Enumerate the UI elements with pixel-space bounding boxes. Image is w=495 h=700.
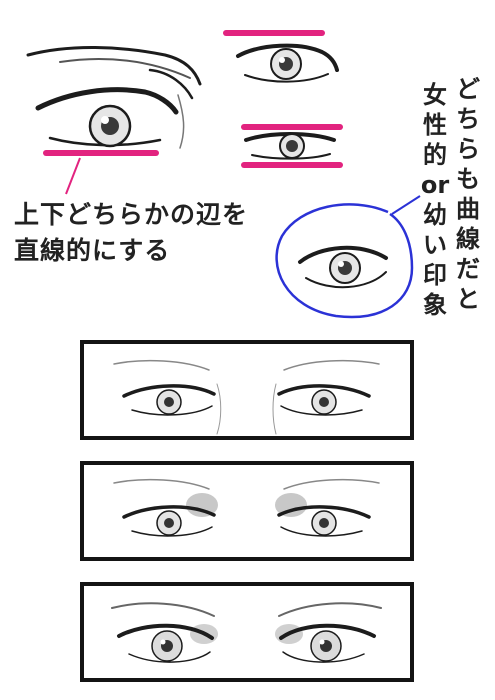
curved-eye-pointer [391,195,421,215]
panel2-eyes [113,478,380,537]
middle-right-eye-drawing [244,132,336,160]
eye-examples-illustration [26,30,421,319]
comparison-panel-1 [80,340,414,440]
comparison-panel-2 [80,461,414,561]
panel1-eyes [113,359,380,435]
straight-edge-caption-line1: 上下どちらかの辺を [14,200,249,229]
curved-eye-drawing [298,245,388,289]
large-eye-drawing [26,46,202,149]
curved-eye-blue-circle [275,203,414,319]
straight-edge-caption: 上下どちらかの辺を 直線的にする [14,197,248,269]
upper-right-eye-drawing [236,43,339,83]
comparison-panel-3 [80,582,414,682]
large-eye-guide-pointer [65,157,81,195]
curved-caption-column1: どちらも曲線だと [456,75,480,313]
straight-edge-caption-line2: 直線的にする [14,236,171,265]
curved-caption-column2: 女性的or幼い印象 [420,81,450,319]
panel3-eyes [111,602,382,663]
